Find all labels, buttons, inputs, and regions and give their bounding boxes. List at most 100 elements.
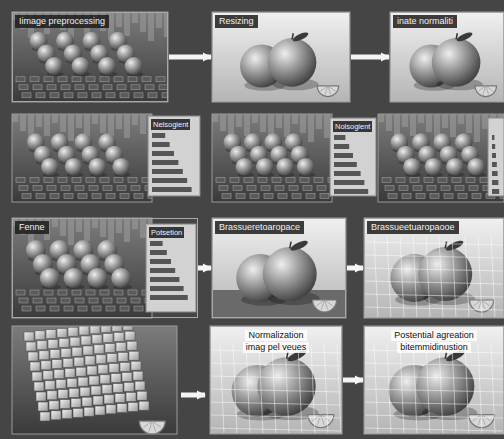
flow-arrow: [347, 266, 363, 271]
skyline-building: [252, 114, 258, 123]
histogram-bar: [334, 189, 368, 194]
pixel-cube: [49, 401, 59, 410]
circuit-chip: [100, 177, 109, 182]
circuit-chip: [100, 290, 109, 295]
grid-line: [210, 402, 342, 405]
slice-segment: [325, 300, 328, 310]
pixel-cube: [127, 341, 137, 350]
circuit-chip: [424, 177, 433, 182]
skyline-building: [292, 114, 298, 124]
panel-label: Nolsogient: [333, 121, 372, 132]
pixel-cube: [72, 347, 82, 356]
grid-line: [452, 236, 456, 318]
grid-line: [478, 236, 482, 318]
skyline-building: [60, 218, 66, 236]
panel-frame: [364, 218, 504, 318]
board-background: [378, 114, 504, 202]
histogram-bar: [150, 241, 163, 246]
histogram-bar: [152, 178, 187, 183]
circuit-chip: [219, 185, 228, 190]
pixel-cube: [129, 351, 139, 360]
pixel-cube: [26, 342, 36, 351]
circuit-chip: [236, 193, 245, 198]
cube-background: [12, 326, 177, 434]
orange: [467, 158, 485, 176]
skyline-building: [100, 114, 106, 133]
histogram-bar: [492, 189, 499, 194]
orange: [41, 158, 59, 176]
grid-line: [210, 415, 342, 418]
orange: [40, 268, 60, 288]
skyline-building: [84, 218, 90, 241]
skyline-building: [260, 114, 266, 132]
flow-arrow: [343, 378, 363, 383]
pixel-cube: [101, 326, 111, 333]
circuit-chip: [114, 177, 123, 182]
orange: [65, 158, 83, 176]
histogram-bar: [150, 250, 167, 255]
circuit-chip: [455, 185, 464, 190]
grid-line: [364, 376, 504, 379]
skyline-building: [426, 114, 432, 132]
panel-frame: [12, 12, 168, 102]
circuit-chip: [469, 185, 478, 190]
circuit-chip: [258, 177, 267, 182]
grid-line: [364, 242, 504, 245]
pixel-cube: [48, 340, 58, 349]
orange: [87, 268, 107, 288]
orange: [425, 158, 443, 176]
slice-segment: [152, 421, 155, 431]
circuit-chip: [103, 298, 112, 303]
grid-line: [364, 402, 504, 405]
photo-background: [210, 326, 342, 434]
grid-line: [426, 344, 430, 434]
pixel-cube: [125, 331, 135, 340]
circuit-chip: [89, 298, 98, 303]
grid-line: [210, 363, 342, 366]
panel-frame: [12, 218, 152, 318]
pixel-cube: [139, 401, 149, 410]
circuit-chip: [131, 185, 140, 190]
circuit-chip: [47, 298, 56, 303]
circuit-chip: [16, 290, 25, 295]
grid-line: [413, 236, 417, 318]
panel-label: Potsetion: [149, 227, 184, 238]
circuit-chip: [159, 85, 168, 90]
slice-segment: [486, 86, 489, 95]
skyline-building: [442, 114, 448, 128]
board-background: [12, 218, 152, 318]
skyline-building: [92, 218, 98, 228]
circuit-chip: [120, 306, 129, 311]
panel-label: Brassueretoaropace: [215, 221, 304, 234]
circuit-chip: [50, 306, 59, 311]
skyline-building: [402, 114, 408, 127]
panel-label: bitemmidinustion: [397, 342, 471, 353]
circuit-chip: [233, 185, 242, 190]
circuit-chip: [50, 93, 59, 98]
circuit-chip: [89, 185, 98, 190]
orange-slice: [313, 300, 337, 312]
image-panel: [12, 114, 152, 202]
histogram-panel: [330, 118, 376, 196]
pixel-cube: [102, 385, 112, 394]
circuit-chip: [261, 185, 270, 190]
flow-arrow: [181, 393, 205, 398]
skyline-building: [148, 12, 154, 41]
skyline-building: [450, 114, 456, 137]
orange-slice: [308, 415, 334, 428]
circuit-chip: [100, 77, 109, 82]
circuit-chip: [250, 193, 259, 198]
circuit-chip: [264, 193, 273, 198]
circuit-chip: [36, 93, 45, 98]
skyline-building: [116, 114, 122, 129]
panel-label: Normalization: [245, 330, 306, 341]
histogram-bar: [152, 187, 192, 192]
circuit-chip: [22, 193, 31, 198]
circuit-chip: [22, 306, 31, 311]
pixel-cube: [122, 372, 132, 381]
pixel-cube: [80, 387, 90, 396]
circuit-chip: [438, 177, 447, 182]
skyline-building: [68, 114, 74, 141]
circuit-chip: [117, 185, 126, 190]
skyline-building: [236, 114, 242, 127]
